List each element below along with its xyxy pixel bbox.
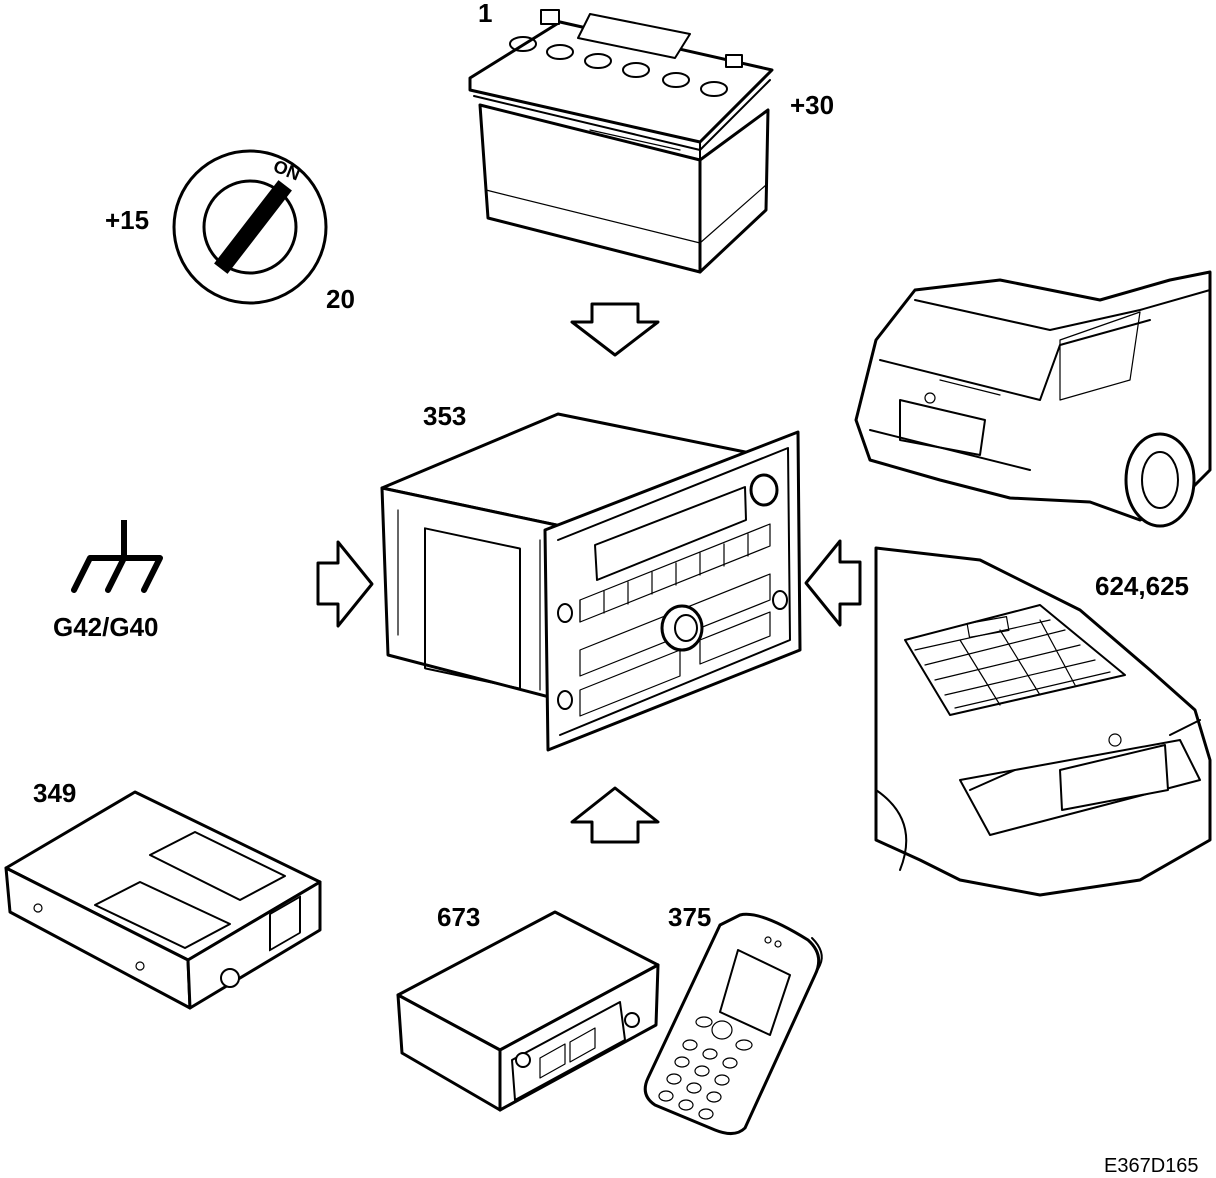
wagon-car-illustration [854,270,1212,528]
battery-number-label: 1 [478,0,492,28]
arrow-down-from-battery [570,302,660,357]
figure-code-label: E367D165 [1104,1155,1199,1177]
battery-terminal-label: +30 [790,90,834,120]
arrow-left-from-cars [804,539,862,627]
phone-number-label: 375 [668,902,711,932]
ignition-switch-illustration: ON [172,149,328,305]
ignition-number-label: 20 [326,284,355,314]
module-349-illustration [4,790,322,1010]
ignition-on-text: ON [270,156,303,185]
car-numbers-label: 624,625 [1095,571,1189,601]
phone-handset-illustration [643,912,823,1135]
radio-unit-illustration [380,412,802,752]
arrow-right-from-ground [316,540,374,628]
arrow-up-from-modules [570,786,660,844]
module-349-label: 349 [33,778,76,808]
ground-code-label: G42/G40 [53,612,159,642]
ignition-terminal-label: +15 [105,205,149,235]
battery-illustration [468,9,774,274]
ground-symbol [71,520,163,593]
module-673-illustration [396,910,660,1112]
sedan-car-illustration [874,546,1212,897]
radio-number-label: 353 [423,401,466,431]
module-673-label: 673 [437,902,480,932]
